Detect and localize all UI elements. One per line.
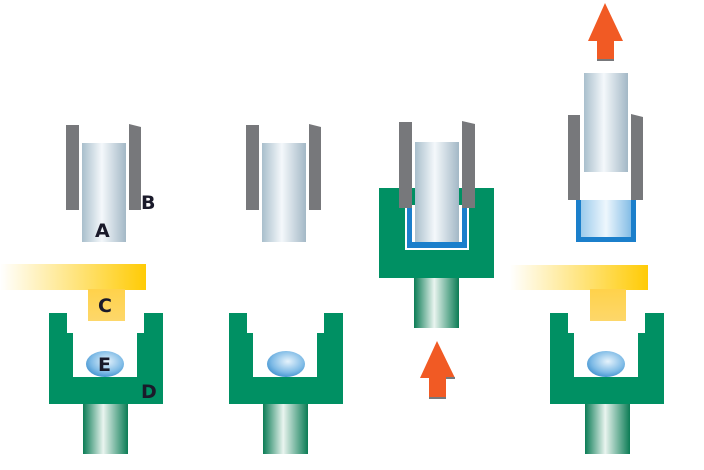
label-a: A xyxy=(95,220,110,242)
arrow-up-icon xyxy=(420,341,455,398)
powder xyxy=(267,351,305,377)
sleeve-right xyxy=(309,124,321,210)
upper-punch xyxy=(415,142,459,242)
panel-4 xyxy=(510,3,664,454)
panel-3 xyxy=(379,121,494,399)
panel-2 xyxy=(229,124,343,454)
die xyxy=(229,313,343,404)
feed-stem-c xyxy=(88,289,125,321)
powder-e xyxy=(86,351,124,377)
lower-punch-stem xyxy=(83,404,128,454)
panel-1: B A C E D xyxy=(0,124,163,454)
label-d: D xyxy=(141,381,157,403)
die-d xyxy=(49,313,163,404)
powder xyxy=(587,351,625,377)
lower-punch-stem xyxy=(585,404,630,454)
label-e: E xyxy=(98,354,111,376)
feed-stem xyxy=(590,289,626,321)
sleeve-left xyxy=(246,125,259,210)
sleeve-right xyxy=(462,121,475,208)
tablet-cup xyxy=(576,200,636,242)
sleeve-right xyxy=(631,114,643,200)
lower-punch-stem xyxy=(263,404,308,454)
label-b: B xyxy=(141,192,155,214)
die xyxy=(550,313,664,404)
sleeve-left xyxy=(399,122,412,208)
feed-bar-c xyxy=(0,264,146,290)
sleeve-b-left xyxy=(66,125,79,210)
feed-bar xyxy=(510,265,648,290)
label-c: C xyxy=(98,295,112,317)
lower-punch-stem xyxy=(414,278,459,328)
upper-punch xyxy=(584,73,628,172)
upper-punch xyxy=(262,143,306,242)
upper-punch-a xyxy=(82,143,126,242)
sleeve-b-right xyxy=(129,124,141,210)
arrow-up-icon xyxy=(588,3,623,60)
sleeve-left xyxy=(568,115,580,200)
tablet xyxy=(581,200,631,237)
tablet-cup xyxy=(407,205,467,248)
